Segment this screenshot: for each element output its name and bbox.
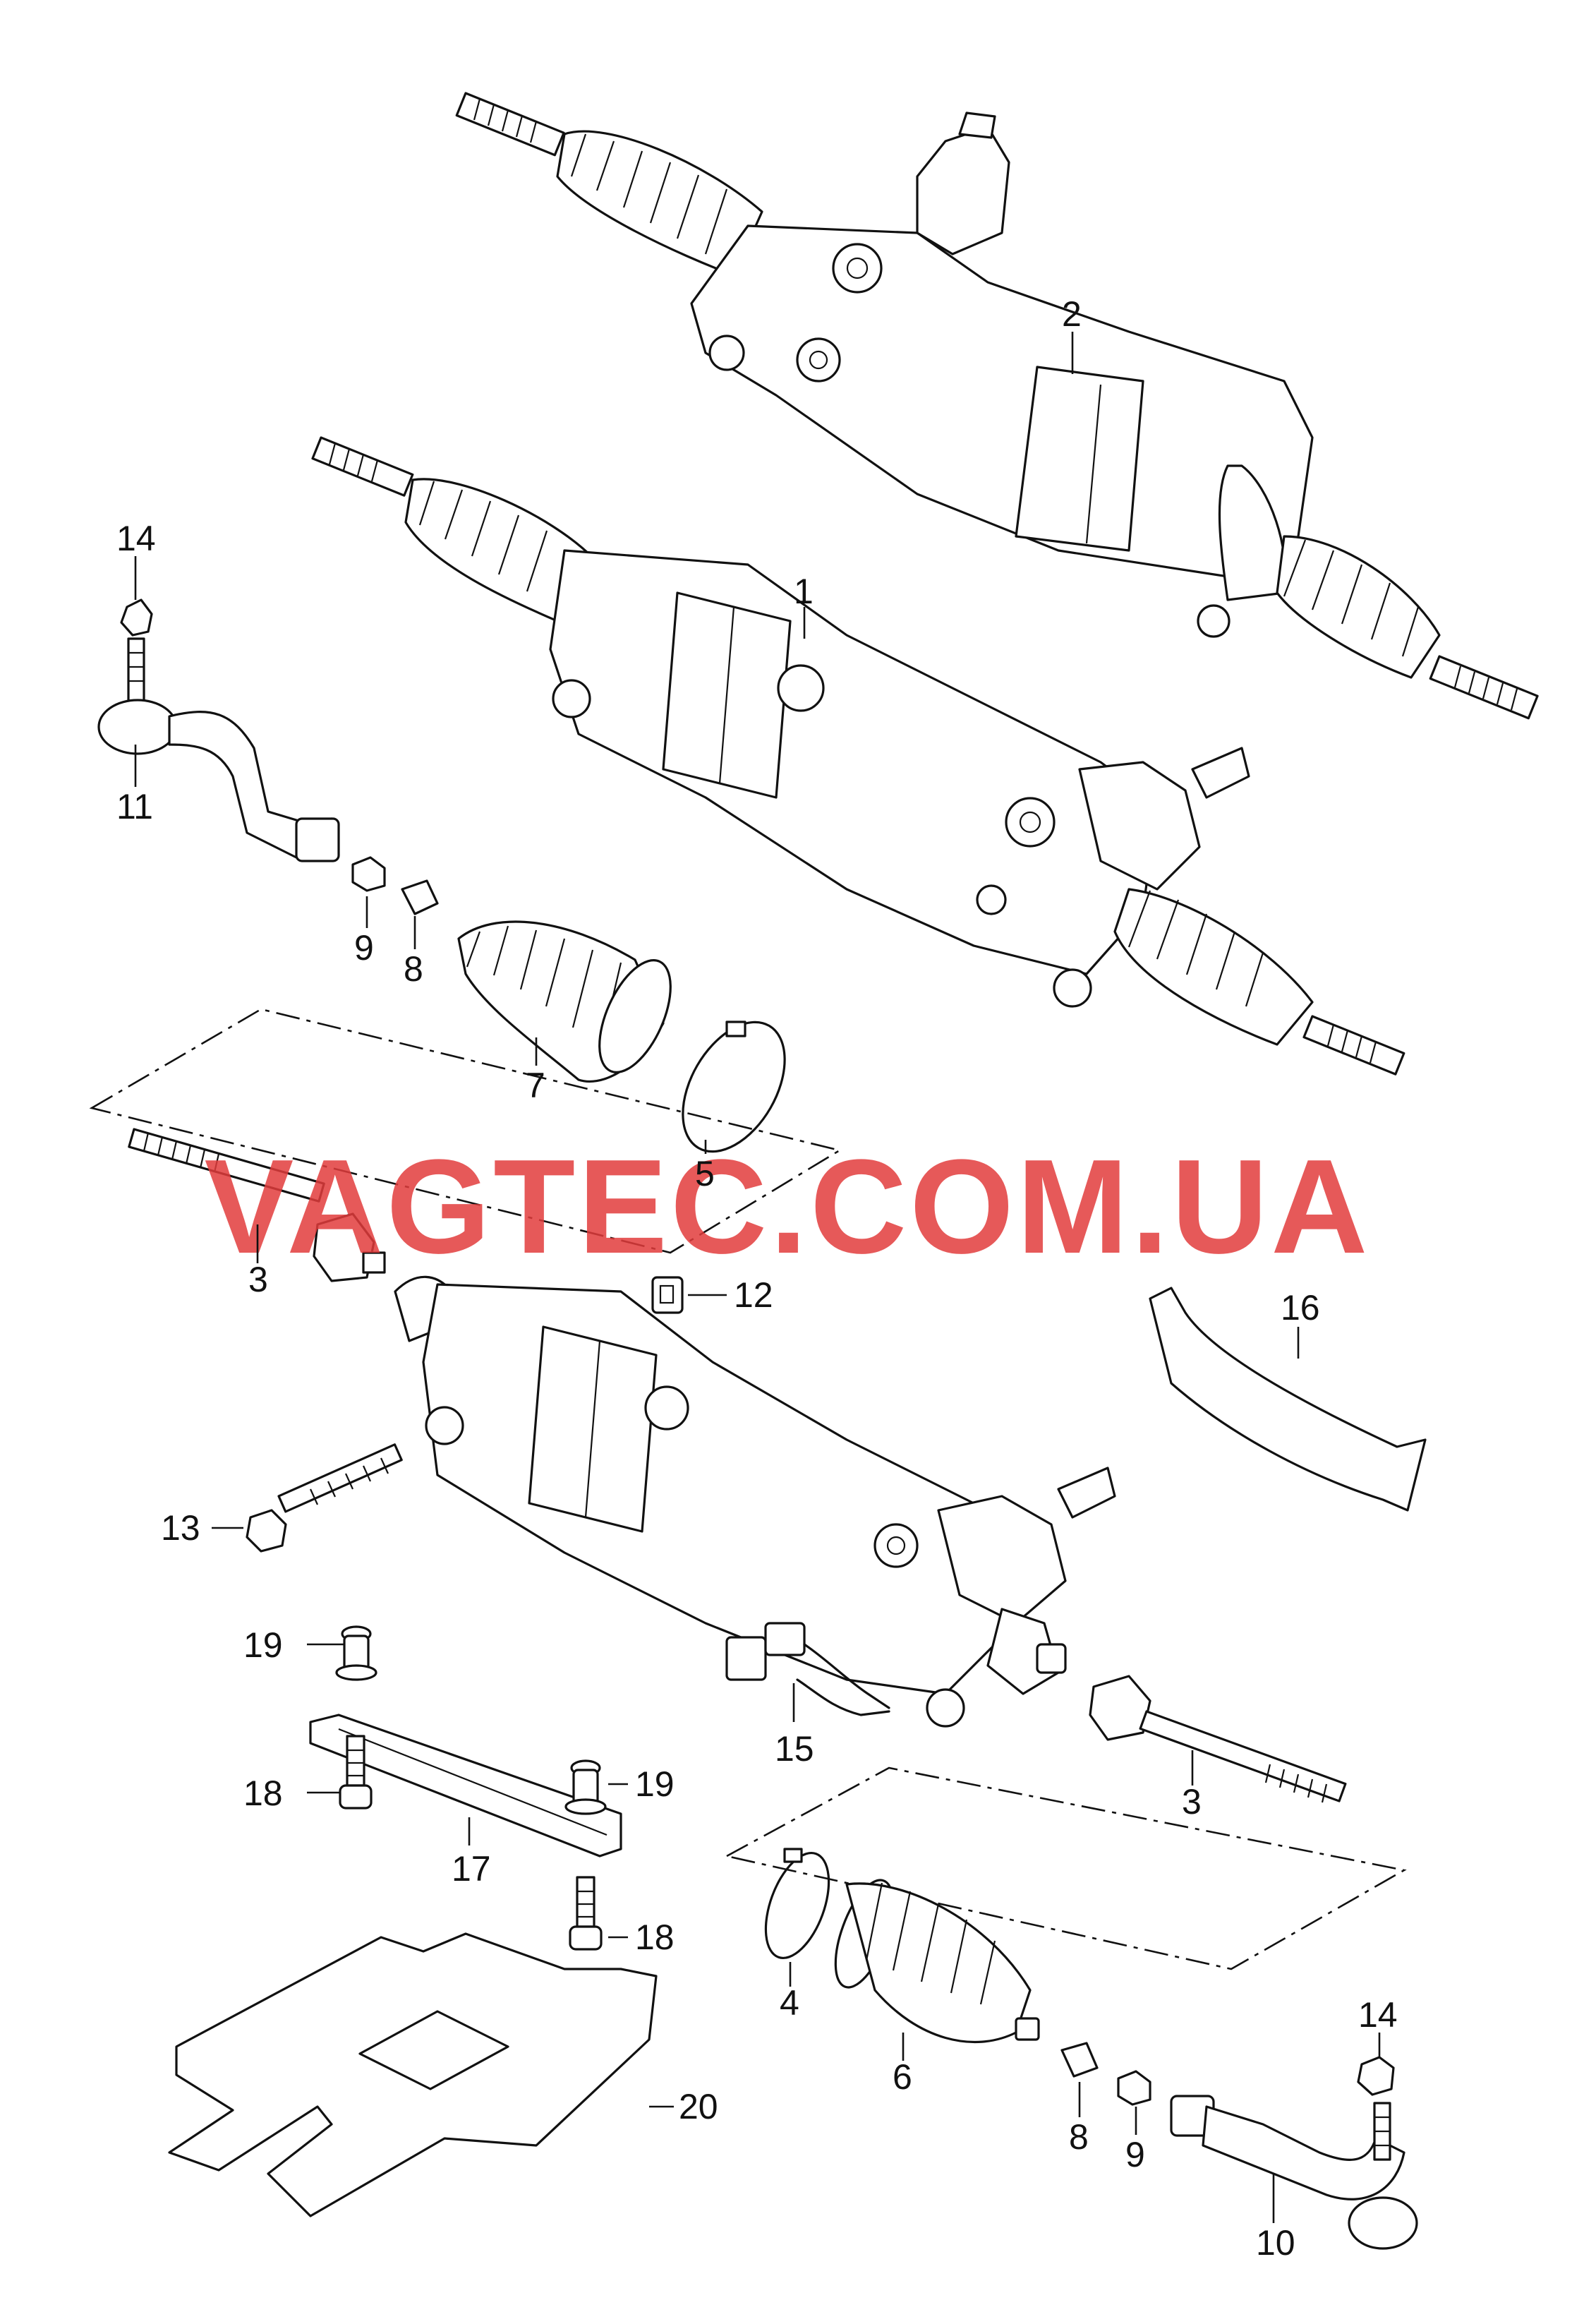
watermark: VAGTEC.COM.UA [205, 1132, 1371, 1282]
kit-outline-upper [89, 1008, 842, 1254]
leader-lines [134, 332, 1381, 2223]
callout-labels: 1 2 3 3 4 5 6 7 8 8 9 9 10 11 12 13 14 1… [116, 294, 1398, 2263]
steering-rack-assembly-2 [455, 92, 1539, 720]
callout-14-left: 14 [116, 519, 156, 558]
callout-7: 7 [526, 1066, 545, 1105]
callout-11: 11 [116, 787, 153, 826]
kit-outline-lower [724, 1766, 1407, 1970]
tie-rod-end-right-10 [1170, 2095, 1418, 2250]
bolt-19-right [564, 1759, 607, 1815]
callout-5: 5 [695, 1154, 715, 1193]
callout-18-left: 18 [243, 1774, 283, 1813]
callout-13: 13 [161, 1508, 200, 1548]
callout-6: 6 [893, 2057, 912, 2097]
callout-19-left: 19 [243, 1625, 283, 1665]
rubber-block-12 [651, 1276, 684, 1314]
callout-16: 16 [1281, 1288, 1320, 1327]
callout-17: 17 [452, 1849, 491, 1889]
nut-14-right [1357, 2056, 1395, 2096]
bolt-18-left [339, 1735, 373, 1810]
steering-rack-assembly-1 [311, 436, 1405, 1076]
callout-9-left: 9 [354, 928, 374, 968]
callout-9-right: 9 [1125, 2135, 1145, 2174]
sensor-cable-15 [725, 1622, 890, 1716]
bellows-7 [457, 920, 672, 1083]
callout-3-left: 3 [248, 1260, 268, 1299]
callout-20: 20 [679, 2087, 718, 2126]
clamp-4 [764, 1848, 830, 1960]
callout-12: 12 [734, 1275, 773, 1315]
callout-8-left: 8 [404, 949, 423, 989]
callout-4: 4 [780, 1983, 799, 2023]
bracket-17 [309, 1714, 622, 1858]
bellows-6 [834, 1879, 1040, 2044]
callout-10: 10 [1256, 2223, 1295, 2263]
callout-15: 15 [775, 1729, 814, 1769]
steering-rack-assembly-lower [394, 1275, 1116, 1728]
bolt-18-right [569, 1876, 603, 1951]
tie-rod-3-left [128, 1128, 386, 1282]
callout-14-right: 14 [1358, 1995, 1398, 2035]
callout-3-right: 3 [1182, 1782, 1202, 1822]
clamp-8-left [401, 879, 439, 915]
clamp-8-right [1060, 2042, 1099, 2078]
tie-rod-3-right [1089, 1675, 1347, 1803]
bolt-19-top [335, 1625, 377, 1681]
callout-2: 2 [1062, 294, 1082, 334]
clamp-5 [682, 1020, 786, 1153]
grease-tube-16 [1149, 1287, 1427, 1512]
heat-shield-20 [168, 1932, 658, 2217]
callout-19-right: 19 [635, 1764, 675, 1804]
callout-18-right: 18 [635, 1917, 675, 1957]
callout-1: 1 [794, 572, 814, 611]
bolt-13 [246, 1443, 403, 1553]
callout-8-right: 8 [1069, 2117, 1089, 2157]
nut-9-left [351, 856, 386, 892]
tie-rod-end-left-11 [97, 598, 340, 862]
nut-9-right [1117, 2070, 1151, 2106]
